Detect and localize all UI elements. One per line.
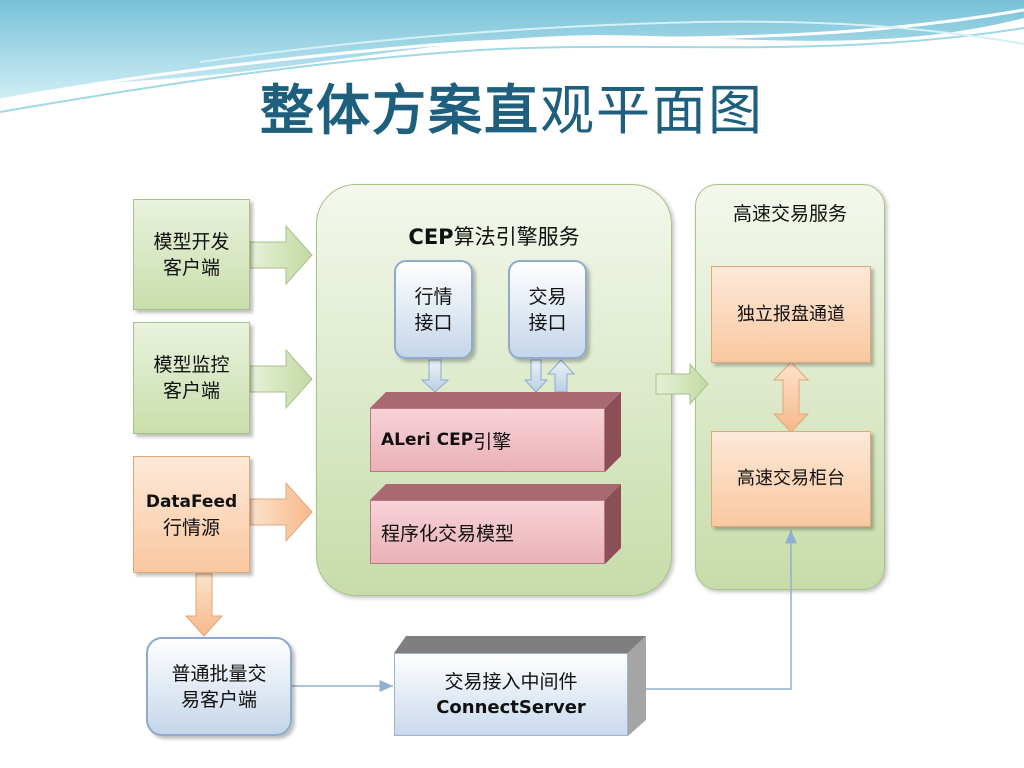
arrow-model-monitor-to-cep (249, 348, 313, 410)
arrow-trade-iface-down (523, 359, 549, 393)
market-interface-box: 行情 接口 (394, 260, 473, 359)
hft-counter-box: 高速交易柜台 (711, 431, 871, 527)
arrow-datafeed-to-batch (184, 573, 224, 637)
datafeed-source-box: DataFeed 行情源 (133, 456, 250, 573)
aleri-label-bold: ALeri CEP (381, 430, 474, 450)
batch-trade-client-box: 普通批量交 易客户端 (146, 637, 292, 736)
independent-channel-box: 独立报盘通道 (711, 266, 871, 363)
connectserver-label: ConnectServer (436, 696, 586, 718)
arrow-cep-to-hft (655, 362, 709, 406)
title-normal: 观平面图 (540, 79, 764, 142)
arrow-model-dev-to-cep (249, 224, 313, 286)
program-model-label: 程序化交易模型 (381, 522, 515, 545)
arrow-trade-iface-up (546, 359, 576, 393)
line-middleware-to-counter (628, 530, 797, 690)
header-wave-decoration (0, 0, 1024, 113)
aleri-label-rest: 引擎 (473, 430, 512, 453)
middleware-label: 交易接入中间件 (444, 670, 578, 693)
page-title: 整体方案直观平面图 (0, 76, 1024, 146)
hft-panel-title: 高速交易服务 (732, 203, 847, 225)
cep-title-rest: 算法引擎服务 (453, 225, 580, 249)
trade-interface-box: 交易 接口 (508, 260, 587, 359)
cep-title-bold: CEP (408, 225, 454, 249)
arrow-datafeed-to-cep (249, 481, 313, 543)
arrow-market-iface-down (420, 359, 450, 393)
model-dev-client-box: 模型开发 客户端 (133, 199, 250, 310)
datafeed-label: DataFeed (145, 491, 238, 512)
program-trading-model-block: 程序化交易模型 (370, 500, 605, 564)
market-source-label: 行情源 (162, 516, 220, 539)
model-monitor-client-box: 模型监控 客户端 (133, 322, 250, 434)
trade-middleware-block: 交易接入中间件 ConnectServer (394, 653, 628, 736)
title-bold: 整体方案直 (260, 79, 540, 142)
